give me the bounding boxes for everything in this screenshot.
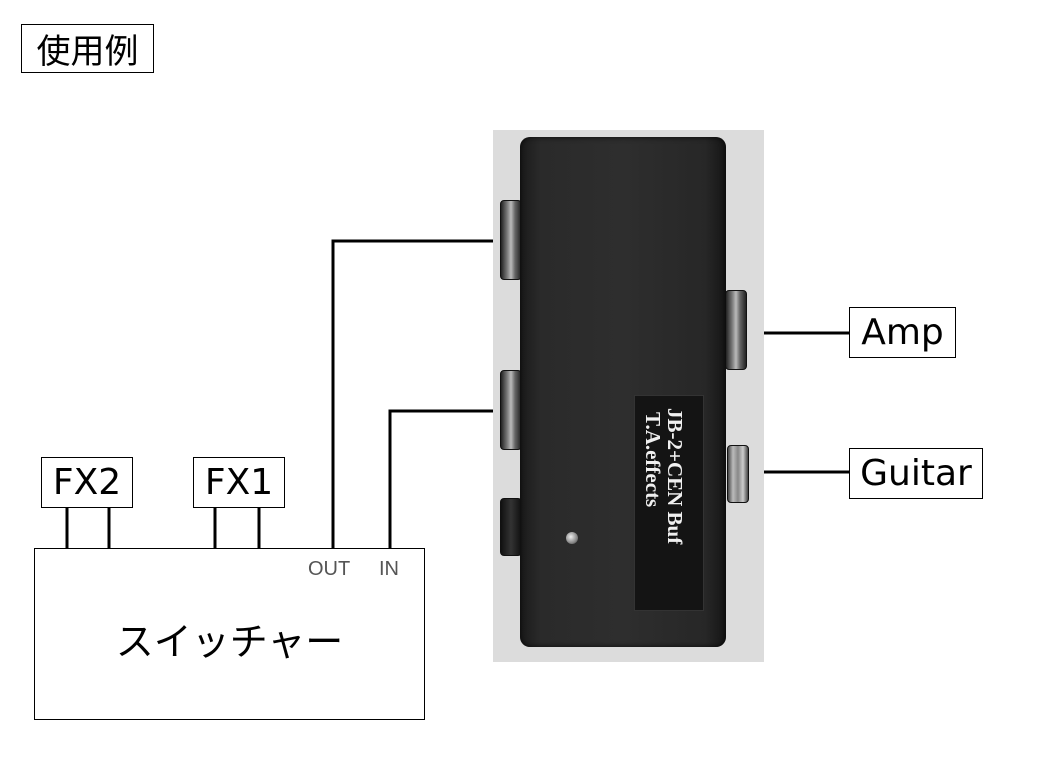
pedal-jack-amp <box>725 290 747 370</box>
pedal-label-sticker: JB-2+CEN Buf T.A.effects <box>634 395 704 611</box>
pedal-dc-jack <box>500 498 522 556</box>
pedal-brand-text: T.A.effects <box>641 412 665 508</box>
fx2-box: FX2 <box>41 457 133 508</box>
amp-box: Amp <box>849 307 956 358</box>
pedal-enclosure: JB-2+CEN Buf T.A.effects <box>520 137 726 647</box>
switcher-label: スイッチャー <box>115 620 344 664</box>
fx1-box: FX1 <box>193 457 285 508</box>
pedal-jack-in <box>500 370 522 450</box>
pedal-model-text: JB-2+CEN Buf <box>663 408 687 545</box>
out-port-label: OUT <box>308 558 351 580</box>
led-icon <box>566 532 578 544</box>
in-wire <box>388 409 500 548</box>
pedal-jack-guitar <box>727 445 749 503</box>
switcher-box: OUT IN スイッチャー <box>34 548 425 720</box>
out-wire <box>331 239 500 548</box>
guitar-box: Guitar <box>849 448 983 499</box>
pedal-photo: JB-2+CEN Buf T.A.effects <box>493 130 764 662</box>
pedal-jack-out <box>500 200 522 280</box>
page-title: 使用例 <box>21 24 154 73</box>
in-port-label: IN <box>379 558 399 580</box>
